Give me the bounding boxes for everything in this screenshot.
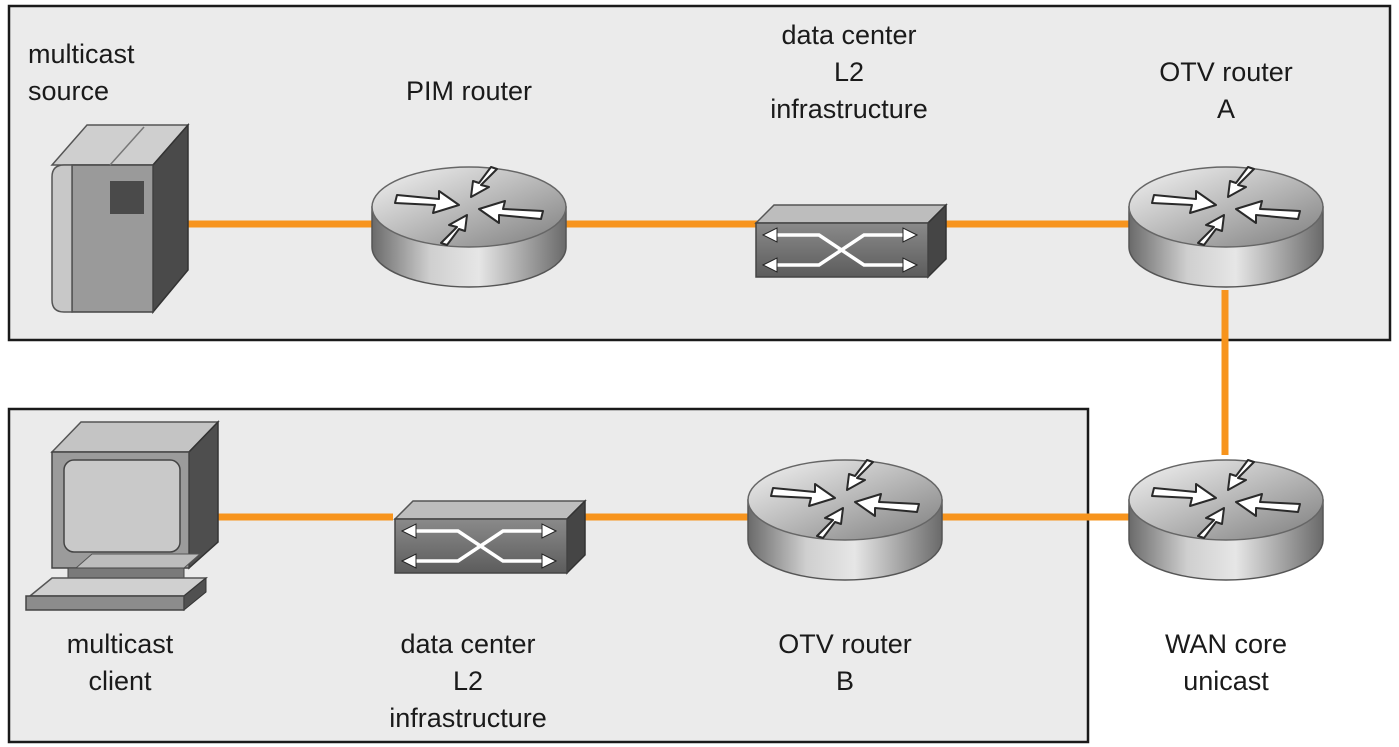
label-line: data center [400,629,536,659]
label-line: B [835,666,854,696]
server-icon [50,123,190,315]
wan-core-router-icon [1128,459,1324,581]
label-line: source [28,76,110,106]
l2-switch-bottom-icon [393,499,587,575]
workstation-icon [25,420,220,612]
otv-router-b-icon [747,459,943,581]
label-dc-l2-bottom: data center L2 infrastructure [338,626,598,737]
label-line: data center [781,20,917,50]
label-line: multicast [28,39,135,69]
label-pim-router: PIM router [369,73,569,110]
label-dc-l2-top: data center L2 infrastructure [719,17,979,128]
label-wan-core: WAN core unicast [1126,626,1326,700]
label-line: WAN core [1164,629,1287,659]
label-otv-router-b: OTV router B [745,626,945,700]
label-line: PIM router [405,76,533,106]
label-line: L2 [833,57,865,87]
label-line: infrastructure [770,94,928,124]
label-otv-router-a: OTV router A [1126,54,1326,128]
label-line: L2 [452,666,484,696]
pim-router-icon [371,166,567,288]
otv-router-a-icon [1128,166,1324,288]
l2-switch-top-icon [754,203,948,279]
label-line: OTV router [778,629,912,659]
label-line: client [88,666,152,696]
label-line: infrastructure [389,703,547,733]
label-multicast-client: multicast client [20,626,220,700]
top-site-region [7,4,1392,342]
label-line: OTV router [1159,57,1293,87]
label-multicast-source: multicast source [28,36,135,110]
label-line: unicast [1183,666,1269,696]
label-line: multicast [66,629,174,659]
label-line: A [1216,94,1235,124]
